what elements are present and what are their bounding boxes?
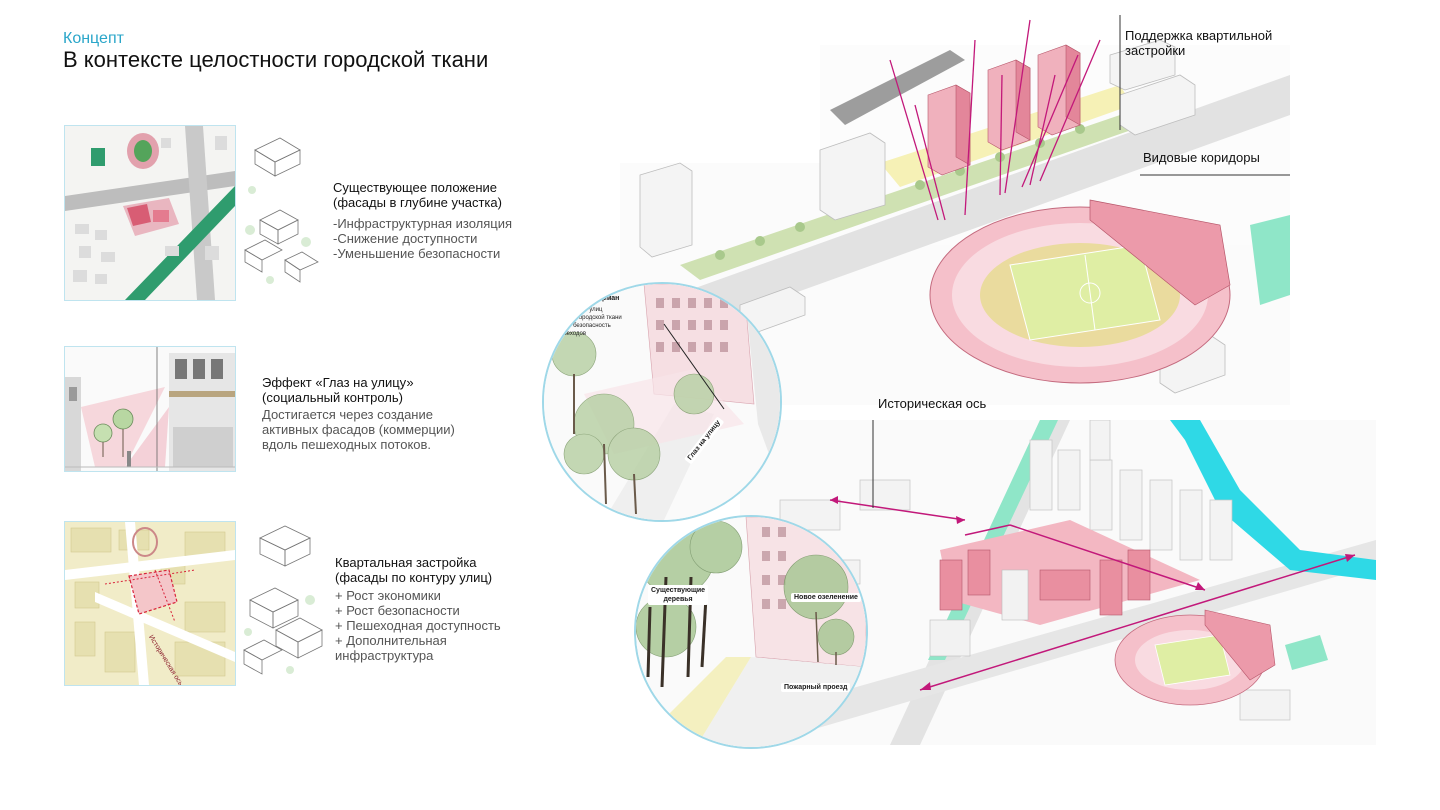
quarter-development-axon [240, 520, 325, 685]
commercial-pocket-title: Коммерческий карман [542, 295, 620, 302]
list-item: -Снижение доступности [333, 231, 478, 246]
block-2-text: Достигается через создание активных фаса… [262, 407, 455, 452]
existing-situation-map [64, 125, 236, 301]
view-corridors-label: Видовые коридоры [1143, 150, 1260, 165]
existing-situation-axon [240, 130, 320, 295]
top-axonometric-view [620, 15, 1290, 405]
list-item: для пешеходов [542, 331, 587, 337]
block-2-title-text: Эффект «Глаз на улицу» (социальный контр… [262, 375, 414, 405]
street-eye-illustration [64, 346, 236, 472]
section-label: Концепт [63, 30, 124, 47]
list-item: + Дополнительная [335, 633, 447, 648]
commercial-pocket-zoom: Коммерческий карман -активный фронт улиц… [542, 282, 782, 522]
block-3-title-text: Квартальная застройка (фасады по контуру… [335, 555, 493, 585]
greenery-zoom: Существующие деревья Новое озеленение По… [634, 515, 868, 749]
quarter-development-map: Историческая ось [64, 521, 236, 686]
block-1-title-text: Существующее положение (фасады в глубине… [333, 180, 502, 210]
list-item: активных фасадов (коммерции) [262, 422, 455, 437]
list-item: инфраструктура [335, 648, 434, 663]
list-item: -активный фронт улиц [542, 307, 603, 313]
page-title: В контексте целостности городской ткани [63, 47, 489, 72]
new-greenery-label: Новое озеленение [791, 593, 861, 602]
fire-passage-label: Пожарный проезд [781, 683, 851, 692]
existing-trees-label: Существующие деревья [648, 585, 709, 605]
list-item: -Инфраструктурная изоляция [333, 216, 513, 231]
list-item: -соединение городской ткани [542, 315, 622, 321]
block-1-title: Существующее положение (фасады в глубине… [333, 180, 502, 210]
block-3-title: Квартальная застройка (фасады по контуру… [335, 555, 492, 585]
support-quarter-label: Поддержка квартильной застройки [1125, 28, 1273, 58]
list-item: -комфорт и безопасность [542, 323, 611, 329]
list-item: + Рост экономики [335, 588, 441, 603]
block-1-list: -Инфраструктурная изоляция -Снижение дос… [333, 216, 512, 261]
block-3-list: + Рост экономики + Рост безопасности + П… [335, 588, 501, 663]
list-item: + Пешеходная доступность [335, 618, 501, 633]
commercial-pocket-list: -активный фронт улиц -соединение городск… [542, 306, 622, 338]
list-item: вдоль пешеходных потоков. [262, 437, 432, 452]
list-item: + Рост безопасности [335, 603, 460, 618]
historic-axis-label: Историческая ось [878, 396, 987, 411]
list-item: -Уменьшение безопасности [333, 246, 501, 261]
list-item: Достигается через создание [262, 407, 433, 422]
block-2-title: Эффект «Глаз на улицу» (социальный контр… [262, 375, 414, 405]
